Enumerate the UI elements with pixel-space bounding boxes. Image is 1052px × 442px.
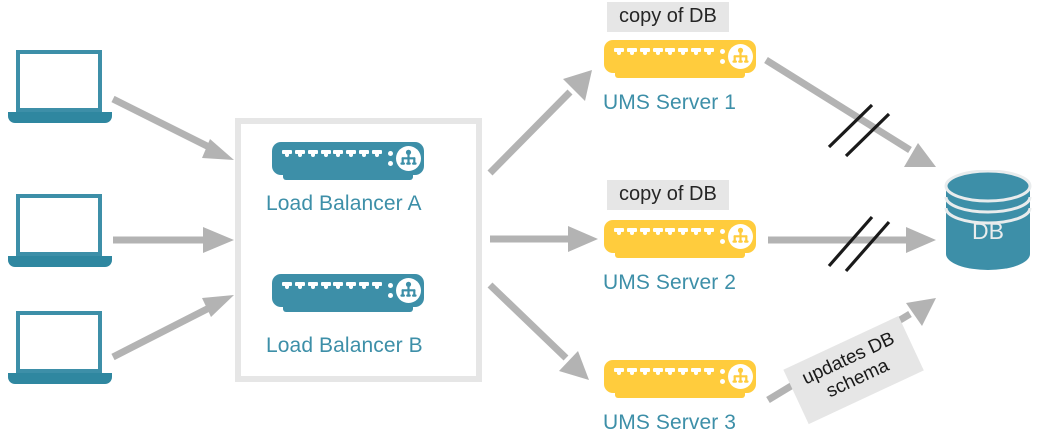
server-ports (614, 228, 714, 241)
server-ports (614, 48, 714, 61)
arrow-client2-to-loadbalancers (113, 227, 234, 253)
server-foot (615, 70, 745, 78)
network-trident-icon (728, 224, 753, 249)
server-status-dots (720, 229, 725, 249)
ums2-copy-of-db-tag: copy of DB (607, 180, 729, 210)
ums-server-1-label: UMS Server 1 (603, 91, 737, 114)
cut-marks-ums1 (827, 103, 891, 158)
server-foot (615, 390, 745, 398)
server-status-dots (720, 49, 725, 69)
server-foot (283, 304, 413, 312)
server-status-dots (388, 151, 393, 171)
laptop-base (8, 373, 112, 384)
arrow-loadbalancers-to-ums2 (490, 226, 598, 252)
load-balancer-b-label: Load Balancer B (266, 334, 423, 357)
laptop-base (8, 256, 112, 267)
ums-server-2-icon[interactable] (604, 220, 756, 260)
network-trident-icon (396, 146, 421, 171)
server-ports (614, 368, 714, 381)
arrow-ums2-to-db (768, 215, 936, 273)
load-balancer-a-icon[interactable] (272, 142, 424, 182)
client-laptop-3[interactable] (8, 311, 112, 393)
arrow-client3-to-loadbalancers (111, 295, 234, 361)
server-ports (282, 282, 382, 295)
load-balancer-a-label: Load Balancer A (266, 192, 422, 215)
laptop-base (8, 112, 112, 123)
cut-marks-ums2 (827, 215, 891, 273)
ums-server-2-label: UMS Server 2 (603, 271, 737, 294)
server-foot (615, 250, 745, 258)
ums1-copy-of-db-tag: copy of DB (607, 2, 729, 32)
database-cylinder-icon (944, 170, 1032, 270)
load-balancer-b-icon[interactable] (272, 274, 424, 314)
arrow-client1-to-loadbalancers (111, 95, 234, 160)
laptop-screen (16, 311, 102, 373)
server-status-dots (388, 283, 393, 303)
laptop-screen (16, 194, 102, 256)
server-ports (282, 150, 382, 163)
network-trident-icon (728, 364, 753, 389)
arrow-loadbalancers-to-ums3 (487, 282, 589, 380)
updates-db-schema-annotation: updates DB schema (783, 315, 924, 424)
client-laptop-2[interactable] (8, 194, 112, 276)
arrow-ums1-to-db (764, 57, 936, 167)
network-trident-icon (396, 278, 421, 303)
server-status-dots (720, 369, 725, 389)
ums-server-3-label: UMS Server 3 (603, 411, 737, 434)
laptop-screen (16, 50, 102, 112)
arrow-loadbalancers-to-ums1 (487, 70, 592, 176)
database-node[interactable]: DB (944, 170, 1032, 270)
ums-server-3-icon[interactable] (604, 360, 756, 400)
client-laptop-1[interactable] (8, 50, 112, 132)
network-trident-icon (728, 44, 753, 69)
server-foot (283, 172, 413, 180)
ums-server-1-icon[interactable] (604, 40, 756, 80)
